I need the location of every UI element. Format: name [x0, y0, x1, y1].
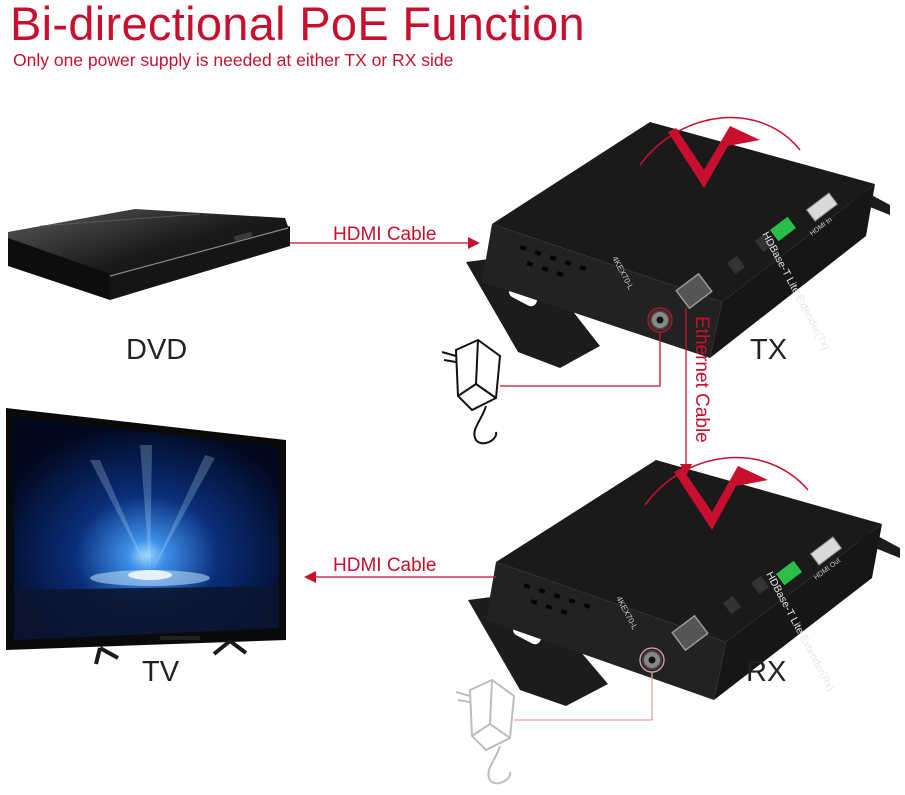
power-wire-tx: [500, 307, 673, 387]
ethernet-cable-label: Ethernet Cable: [691, 316, 712, 443]
rx-label: RX: [746, 656, 787, 688]
tv-label: TV: [142, 656, 180, 688]
power-supply-tx: [441, 338, 502, 445]
dvd-label: DVD: [126, 334, 188, 366]
power-supply-rx: [455, 678, 516, 785]
hdmi-cable-label-bottom: HDMI Cable: [333, 555, 437, 576]
tx-label: TX: [750, 334, 788, 366]
television: [6, 408, 286, 665]
dvd-player: [8, 209, 290, 300]
page-subtitle: Only one power supply is needed at eithe…: [13, 50, 454, 70]
hdmi-cable-label-top: HDMI Cable: [333, 224, 437, 245]
tx-extender: [466, 116, 890, 368]
rx-extender: [468, 456, 900, 706]
power-wire-rx: [514, 647, 665, 721]
page-title: Bi-directional PoE Function: [10, 0, 585, 50]
